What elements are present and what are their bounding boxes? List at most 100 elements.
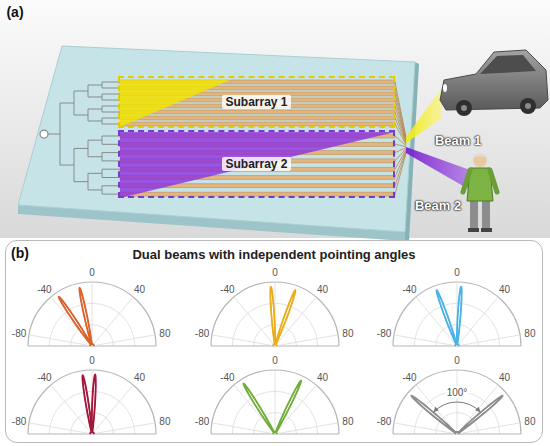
panel-background xyxy=(0,0,550,238)
beam-lobe xyxy=(415,398,500,434)
arrowhead xyxy=(475,407,480,412)
polar-grid-ray xyxy=(234,297,275,346)
car-window xyxy=(480,55,536,74)
axis-tick: -80 xyxy=(11,328,27,339)
axis-tick: 0 xyxy=(453,267,461,278)
person-illustration xyxy=(463,153,497,232)
car-wheel xyxy=(520,98,536,114)
splitter-line xyxy=(74,91,88,115)
beam-lobe xyxy=(246,384,300,434)
output-waveguide xyxy=(395,106,406,141)
polar-grid-arc xyxy=(211,282,339,346)
output-waveguide xyxy=(395,153,406,194)
splitter-line xyxy=(102,169,116,177)
polar-grid-ray xyxy=(212,423,275,434)
output-waveguide xyxy=(395,124,406,144)
panel-letter: (b) xyxy=(11,245,29,261)
polar-grid-ray xyxy=(92,423,155,434)
beam-lobe xyxy=(243,381,301,435)
waveguide-array xyxy=(40,79,406,198)
splitter-line xyxy=(60,103,74,165)
beam-lobe xyxy=(411,396,502,434)
beam-lobe xyxy=(437,287,462,346)
waveguide xyxy=(120,110,395,114)
person-arm xyxy=(490,170,497,192)
car-wheel xyxy=(456,100,472,116)
axis-tick: 80 xyxy=(341,416,354,427)
splitter-line xyxy=(102,118,116,124)
splitter-line xyxy=(88,109,102,121)
polar-grid-ray xyxy=(275,370,276,434)
splitter-line xyxy=(88,140,102,157)
splitter-line xyxy=(102,186,116,194)
person-leg xyxy=(482,199,490,229)
axis-tick: 80 xyxy=(523,328,536,339)
beam-lobe xyxy=(270,287,295,346)
axis-tick: 80 xyxy=(158,416,171,427)
person-leg xyxy=(470,199,478,229)
axis-tick: 40 xyxy=(498,284,511,295)
splitter-line xyxy=(88,173,102,190)
beam-lobe xyxy=(61,292,94,346)
angle-label: 100° xyxy=(446,387,469,398)
output-waveguide xyxy=(395,144,406,146)
polar-grid-arc xyxy=(393,282,521,346)
splitter-line xyxy=(48,134,60,135)
phase-wedge xyxy=(120,79,232,127)
splitter-line xyxy=(88,85,102,97)
axis-tick: 0 xyxy=(88,267,96,278)
polar-grid-ray xyxy=(92,385,133,434)
region-label: Subarray 1 xyxy=(222,95,290,109)
polar-grid-ray xyxy=(275,423,338,434)
axis-tick: 0 xyxy=(88,355,96,366)
polar-grid-ray xyxy=(92,297,133,346)
axis-tick: -80 xyxy=(194,416,210,427)
polar-grid-ray xyxy=(457,297,498,346)
car-headlight xyxy=(443,84,447,92)
polar-grid-ray xyxy=(51,385,92,434)
car-hub xyxy=(461,105,467,111)
polar-grid-ray xyxy=(394,335,457,346)
axis-tick: -40 xyxy=(401,372,417,383)
beam-cone xyxy=(406,147,470,190)
beam-lobe xyxy=(271,291,294,346)
axis-tick: -40 xyxy=(36,284,52,295)
axis-tick: 40 xyxy=(133,372,146,383)
axis-tick: 40 xyxy=(498,372,511,383)
polar-grid-ray xyxy=(416,297,457,346)
axis-tick: -80 xyxy=(194,328,210,339)
splitter-line xyxy=(102,153,116,161)
axis-tick: 80 xyxy=(341,328,354,339)
person-shoe xyxy=(468,228,479,232)
axis-tick: -40 xyxy=(219,284,235,295)
splitter-line xyxy=(102,82,116,88)
phase-wedge xyxy=(120,132,395,198)
person-arm xyxy=(463,170,470,192)
polar-grid-ray xyxy=(275,297,316,346)
axis-tick: -80 xyxy=(376,416,392,427)
region-label: Subarray 2 xyxy=(222,157,290,171)
splitter-line xyxy=(102,94,116,100)
beam-lobe xyxy=(83,379,95,434)
axis-tick: 80 xyxy=(158,328,171,339)
person-head xyxy=(473,153,487,167)
axis-tick: -40 xyxy=(36,372,52,383)
output-waveguide xyxy=(395,118,406,143)
polar-grid-arc xyxy=(28,370,156,434)
axis-tick: -80 xyxy=(11,416,27,427)
axis-tick: 40 xyxy=(316,372,329,383)
beam-lobe xyxy=(59,288,94,346)
polar-grid-ray xyxy=(29,423,92,434)
polar-grid-ray xyxy=(92,335,155,346)
axis-tick: 0 xyxy=(271,267,279,278)
angle-arc xyxy=(434,402,481,412)
arrowhead xyxy=(434,407,439,412)
polar-grid-ray xyxy=(457,335,520,346)
subarray-region: Subarray 2 xyxy=(118,130,395,198)
output-waveguide xyxy=(395,136,406,146)
axis-tick: 0 xyxy=(453,355,461,366)
car-hub xyxy=(525,103,531,109)
polar-grid-arc xyxy=(211,370,339,434)
